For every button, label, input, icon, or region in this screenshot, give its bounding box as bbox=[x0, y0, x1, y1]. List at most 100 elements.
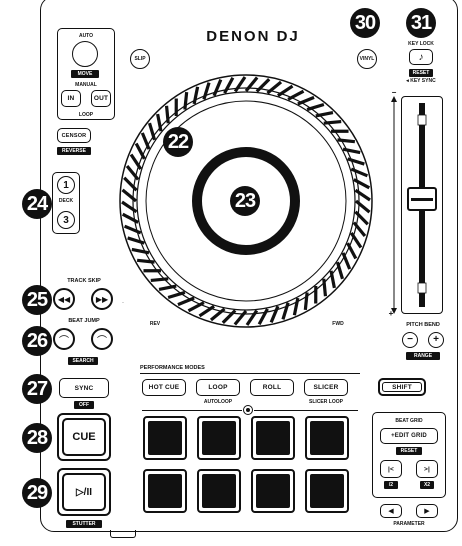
key-sync-label: ◂ KEY SYNC bbox=[406, 78, 436, 84]
pitch-bend-plus-button[interactable]: + bbox=[428, 332, 444, 348]
callout-23: 23 bbox=[230, 186, 260, 216]
ridge-44 bbox=[202, 82, 211, 100]
performance-pad-2[interactable] bbox=[197, 416, 241, 460]
search-label: SEARCH bbox=[68, 357, 98, 365]
performance-pad-3[interactable] bbox=[251, 416, 295, 460]
ridge-47 bbox=[233, 76, 247, 93]
track-skip-back-button[interactable]: ◀◀ bbox=[53, 288, 75, 310]
hot-cue-mode-button[interactable]: HOT CUE bbox=[142, 379, 186, 396]
track-skip-forward-button[interactable]: ▶▶ bbox=[91, 288, 113, 310]
ridge-8 bbox=[322, 278, 328, 297]
performance-pad-7[interactable] bbox=[251, 469, 295, 513]
cue-button-frame bbox=[57, 413, 111, 461]
controller-outline bbox=[40, 0, 458, 532]
deck-panel bbox=[52, 172, 80, 234]
move-label: MOVE bbox=[71, 70, 99, 78]
pitch-tick-3 bbox=[417, 282, 427, 294]
performance-pad-6[interactable] bbox=[197, 469, 241, 513]
callout-22: 22 bbox=[163, 127, 193, 157]
pitch-fader-cap[interactable] bbox=[407, 187, 437, 211]
hot-cue-label: HOT CUE bbox=[148, 384, 180, 391]
deck-3-label: 3 bbox=[63, 214, 69, 226]
play-button-frame bbox=[57, 468, 111, 516]
ridge-55 bbox=[315, 111, 334, 118]
callout-29: 29 bbox=[22, 478, 52, 508]
key-lock-button[interactable]: ♪ bbox=[409, 49, 433, 65]
vinyl-button[interactable]: VINYL bbox=[357, 49, 377, 69]
skip-forward-icon: ▶▶ bbox=[95, 294, 109, 304]
slicer-label: SLICER bbox=[313, 384, 339, 391]
pitch-fader-track-frame bbox=[401, 96, 443, 314]
ridge-53 bbox=[297, 95, 315, 106]
ridge-61 bbox=[350, 167, 369, 178]
ridge-17 bbox=[221, 309, 237, 324]
ridge-46 bbox=[223, 76, 235, 94]
ridge-20 bbox=[187, 301, 205, 313]
performance-pad-5[interactable] bbox=[143, 469, 187, 513]
performance-modes-label: PERFORMANCE MODES bbox=[140, 365, 205, 371]
ridge-59 bbox=[342, 147, 361, 155]
ridge-28 bbox=[127, 236, 145, 245]
ridge-38 bbox=[147, 122, 157, 141]
key-lock-label: KEY LOCK bbox=[408, 41, 434, 47]
play-pause-button[interactable]: ▷/II bbox=[62, 473, 106, 511]
double-label: X2 bbox=[420, 481, 434, 489]
performance-divider bbox=[140, 373, 360, 374]
grid-nudge-right-button[interactable]: >| bbox=[416, 460, 438, 478]
beat-jump-forward-button[interactable]: ⌒ bbox=[91, 328, 113, 350]
ridge-33 bbox=[123, 176, 138, 192]
skip-back-icon: ◀◀ bbox=[57, 294, 71, 304]
roll-mode-button[interactable]: ROLL bbox=[250, 379, 294, 396]
fwd-label: FWD bbox=[332, 321, 344, 327]
loop-out-button[interactable]: OUT bbox=[91, 90, 111, 107]
ridge-15 bbox=[245, 309, 259, 326]
censor-button[interactable]: CENSOR bbox=[57, 128, 91, 143]
brand-logo: DENON DJ bbox=[206, 28, 300, 45]
deck-3-button[interactable]: 3 bbox=[57, 211, 75, 229]
ridge-2 bbox=[352, 221, 367, 238]
ridge-60 bbox=[347, 157, 365, 166]
autoloop-label: AUTOLOOP bbox=[203, 399, 233, 405]
deck-label: DECK bbox=[58, 198, 74, 204]
parameter-left-button[interactable]: ◀ bbox=[380, 504, 402, 518]
ridge-35 bbox=[129, 153, 143, 170]
grid-nudge-left-button[interactable]: |< bbox=[380, 460, 402, 478]
rev-label: REV bbox=[149, 321, 161, 327]
ridge-19 bbox=[198, 304, 215, 318]
callout-26: 26 bbox=[22, 326, 52, 356]
pitch-scale-line bbox=[391, 96, 397, 314]
ridge-24 bbox=[150, 277, 169, 283]
slip-button[interactable]: SLIP bbox=[130, 49, 150, 69]
shift-button[interactable]: SHIFT bbox=[378, 378, 426, 396]
play-pause-label: ▷/II bbox=[75, 486, 93, 498]
loop-in-button[interactable]: IN bbox=[61, 90, 81, 107]
ridge-5 bbox=[341, 252, 352, 270]
pitch-bend-minus-button[interactable]: − bbox=[402, 332, 418, 348]
auto-loop-knob[interactable] bbox=[72, 41, 98, 67]
callout-27: 27 bbox=[22, 374, 52, 404]
beat-jump-back-button[interactable]: ⌒ bbox=[53, 328, 75, 350]
edit-grid-button[interactable]: +EDIT GRID bbox=[380, 428, 438, 444]
ridge-30 bbox=[121, 212, 139, 224]
beat-grid-panel bbox=[372, 412, 446, 498]
cue-button[interactable]: CUE bbox=[62, 418, 106, 456]
slip-label: SLIP bbox=[134, 56, 146, 62]
beat-grid-reset-label: RESET bbox=[396, 447, 422, 455]
performance-pad-4[interactable] bbox=[305, 416, 349, 460]
loop-mode-button[interactable]: LOOP bbox=[196, 379, 240, 396]
parameter-right-button[interactable]: ▶ bbox=[416, 504, 438, 518]
ridge-3 bbox=[349, 232, 363, 249]
performance-pad-1[interactable] bbox=[143, 416, 187, 460]
cue-label: CUE bbox=[72, 431, 96, 443]
ridge-32 bbox=[121, 188, 138, 203]
deck-1-button[interactable]: 1 bbox=[57, 176, 75, 194]
parameter-label: PARAMETER bbox=[393, 521, 425, 527]
pitch-tick-0 bbox=[417, 114, 427, 126]
bottom-connector bbox=[110, 530, 136, 538]
slicer-mode-button[interactable]: SLICER bbox=[304, 379, 348, 396]
performance-pad-8[interactable] bbox=[305, 469, 349, 513]
grid-right-icon: >| bbox=[423, 465, 430, 473]
ridge-13 bbox=[269, 305, 280, 324]
sync-button[interactable]: SYNC bbox=[59, 378, 109, 398]
curve-right-icon: ⌒ bbox=[97, 335, 107, 347]
